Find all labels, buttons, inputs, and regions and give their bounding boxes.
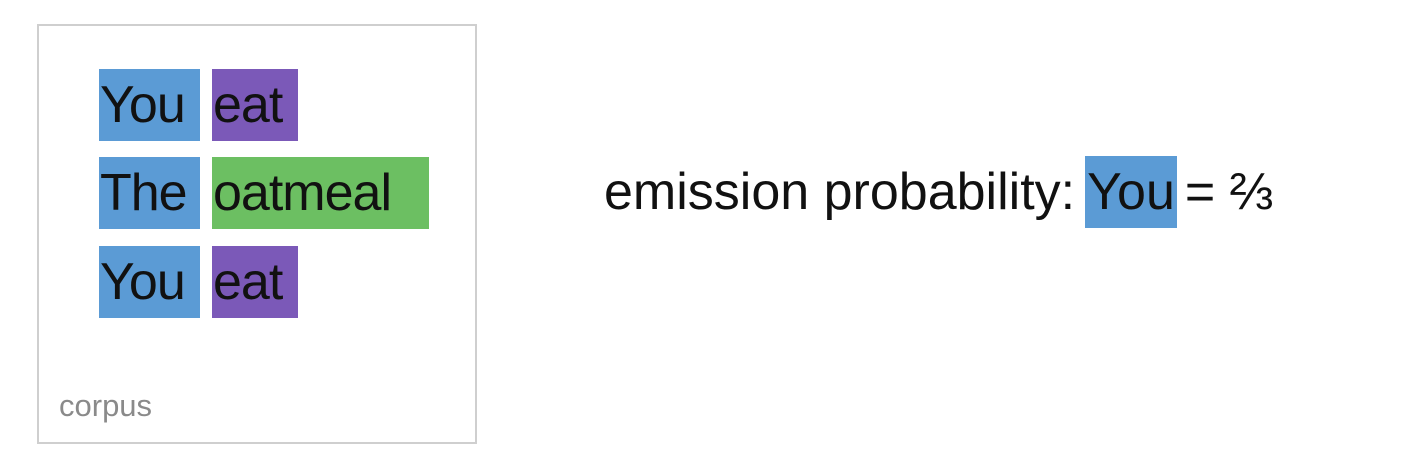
token-you: You: [99, 69, 200, 141]
formula-value: = ⅔: [1184, 163, 1274, 221]
token-oatmeal: oatmeal: [212, 157, 429, 229]
token-eat: eat: [212, 246, 298, 318]
corpus-label: corpus: [59, 388, 153, 423]
corpus-box: You eat The oatmeal You eat corpus: [37, 24, 477, 444]
corpus-sentence-2: The oatmeal: [99, 157, 441, 229]
corpus-sentence-1: You eat: [99, 69, 310, 141]
token-the: The: [99, 157, 200, 229]
formula-prefix: emission probability:: [604, 163, 1076, 221]
corpus-sentence-3: You eat: [99, 246, 310, 318]
token-eat: eat: [212, 69, 298, 141]
token-you: You: [99, 246, 200, 318]
formula-highlighted-word: You: [1085, 156, 1177, 228]
emission-probability-formula: emission probability: You = ⅔: [604, 156, 1273, 228]
